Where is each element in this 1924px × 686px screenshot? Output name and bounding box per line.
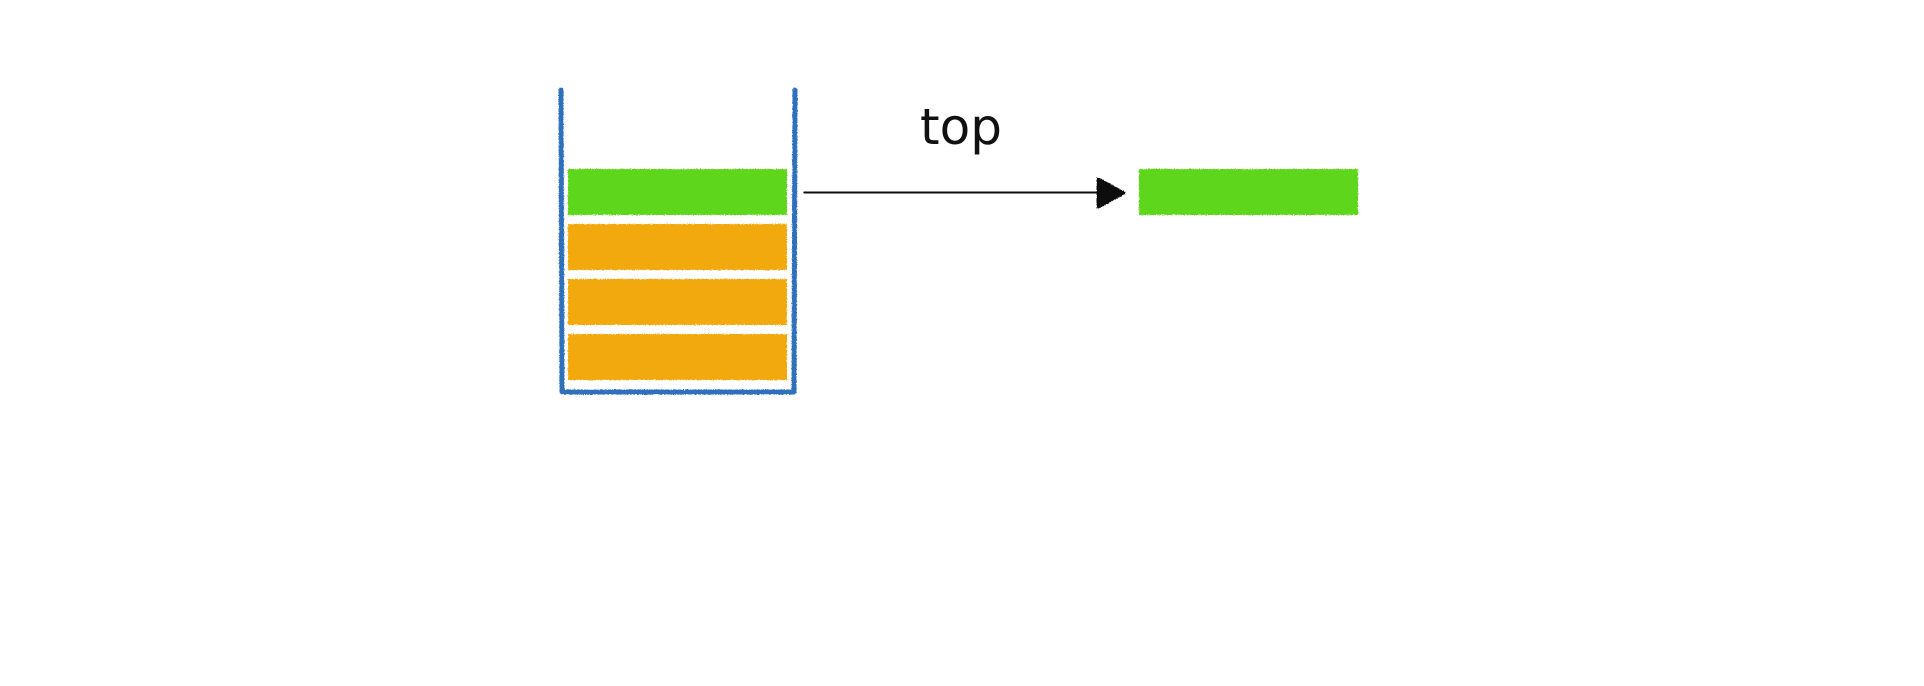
stack-item-2	[568, 224, 787, 270]
stack-item-3	[568, 279, 787, 325]
arrowhead-icon	[1096, 177, 1126, 209]
stack-container	[558, 87, 798, 395]
top-element	[1139, 169, 1358, 215]
stack-item-4	[568, 334, 787, 380]
arrow-shaft	[803, 189, 1108, 196]
stack-item-top	[568, 169, 787, 215]
arrow-label: top	[920, 98, 1002, 156]
